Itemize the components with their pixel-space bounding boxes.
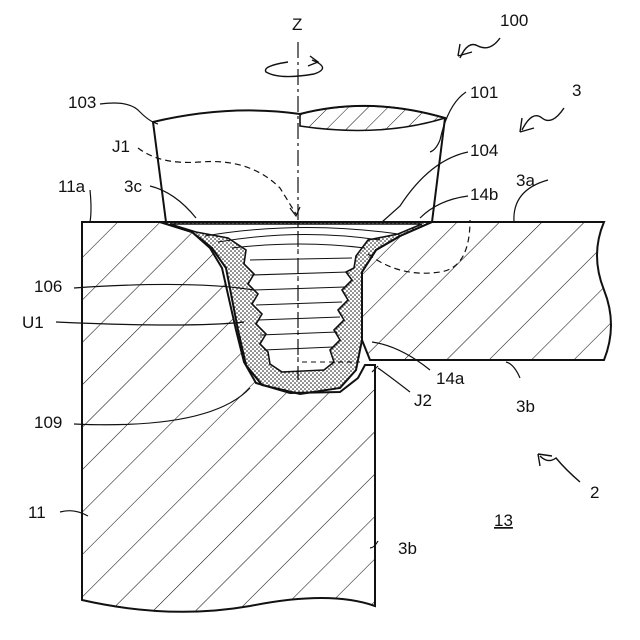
- rotation-arrow: [265, 60, 322, 77]
- label-104: 104: [470, 141, 498, 160]
- label-103: 103: [68, 93, 96, 112]
- label-13: 13: [494, 511, 513, 530]
- label-2: 2: [590, 483, 599, 502]
- label-109: 109: [34, 413, 62, 432]
- label-3a: 3a: [516, 171, 535, 190]
- label-106: 106: [34, 277, 62, 296]
- label-3b-right: 3b: [516, 397, 535, 416]
- label-14a: 14a: [436, 369, 465, 388]
- label-z: Z: [292, 15, 302, 34]
- label-100: 100: [500, 11, 528, 30]
- upper-plate: [362, 222, 611, 360]
- label-11a: 11a: [58, 177, 86, 196]
- label-3: 3: [572, 81, 581, 100]
- label-j2: J2: [414, 391, 432, 410]
- label-3b-lower: 3b: [398, 539, 417, 558]
- label-u1: U1: [22, 313, 44, 332]
- label-101: 101: [470, 83, 498, 102]
- label-3c: 3c: [124, 177, 142, 196]
- label-11: 11: [28, 503, 46, 522]
- label-j1: J1: [112, 137, 130, 156]
- label-14b: 14b: [470, 185, 498, 204]
